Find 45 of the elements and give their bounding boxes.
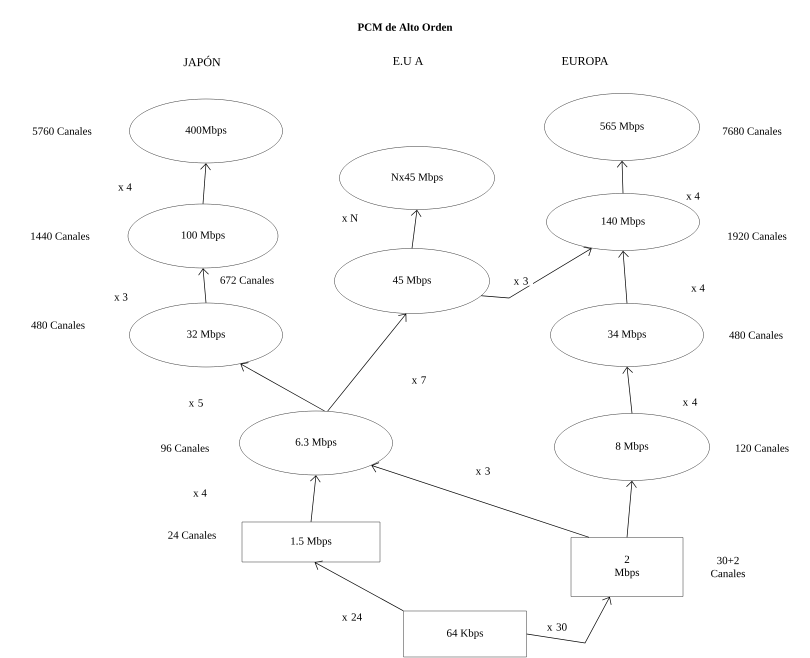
channel-count: 96 Canales <box>161 444 209 452</box>
arrow <box>626 480 637 538</box>
multiplier-label: x 4 <box>686 192 700 200</box>
rate-box: 2 Mbps <box>570 537 684 597</box>
arrow <box>240 362 325 412</box>
country-heading: JAPÓN <box>184 56 220 66</box>
multiplier-label: x 4 <box>193 489 207 497</box>
arrow <box>616 160 628 194</box>
rate-box: 1.5 Mbps <box>242 522 380 562</box>
multiplier-label: x 4 <box>691 284 705 292</box>
channel-count: 1440 Canales <box>31 232 90 240</box>
country-heading: E.U A <box>393 56 424 66</box>
multiplier-label: x 4 <box>118 183 132 191</box>
arrow <box>526 596 612 644</box>
channel-count: 24 Canales <box>168 531 216 539</box>
arrow <box>618 250 629 304</box>
channel-count: 672 Canales <box>220 276 274 284</box>
multiplier-label: x 7 <box>407 375 431 385</box>
multiplier-label: x 30 <box>545 622 569 632</box>
multiplier-label: x 3 <box>114 293 128 301</box>
multiplier-label: x 24 <box>340 612 364 622</box>
channel-count: 120 Canales <box>736 444 789 452</box>
channel-count: 1920 Canales <box>728 232 786 240</box>
multiplier-label: x 3 <box>471 466 495 476</box>
title: PCM de Alto Orden <box>358 23 452 31</box>
channel-count: 7680 Canales <box>722 127 782 135</box>
arrow <box>481 246 592 298</box>
country-heading: EUROPA <box>562 56 608 66</box>
channel-count: 30+2 Canales <box>711 556 746 578</box>
arrow <box>327 314 406 412</box>
channel-count: 480 Canales <box>729 331 783 339</box>
rate-box: 64 Kbps <box>403 610 527 658</box>
arrow <box>200 163 211 204</box>
multiplier-label: x N <box>342 214 358 222</box>
arrow <box>314 560 404 612</box>
multiplier-label: x 5 <box>184 398 208 408</box>
multiplier-label: x 3 <box>509 276 533 286</box>
arrow <box>310 475 321 522</box>
multiplier-label: x 4 <box>678 397 702 407</box>
arrow <box>622 366 634 414</box>
arrow <box>198 268 209 304</box>
arrow <box>371 462 590 538</box>
channel-count: 5760 Canales <box>32 127 92 135</box>
channel-count: 480 Canales <box>31 321 85 329</box>
arrow <box>410 210 422 249</box>
